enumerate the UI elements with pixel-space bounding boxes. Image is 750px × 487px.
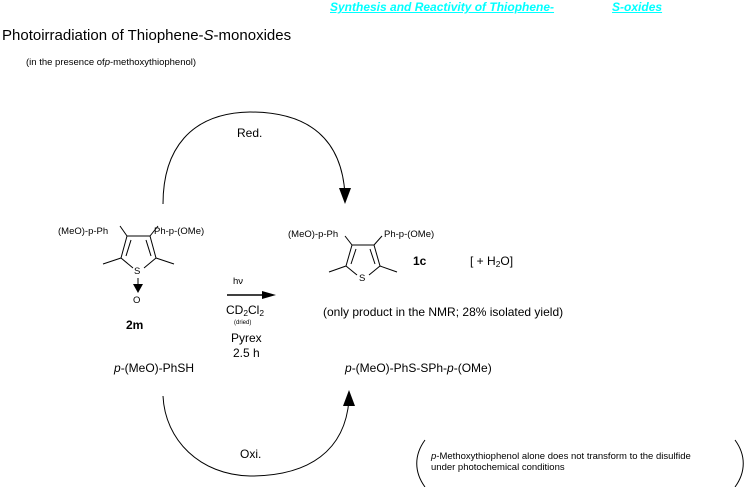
- reactant-thiophene-ring: [102, 225, 175, 269]
- solvent-cd: CD: [226, 303, 244, 317]
- disulfide-mid: -(MeO)-PhS-SPh-: [351, 361, 448, 375]
- product-thiophene-ring: [328, 235, 398, 276]
- solvent-cl: Cl: [248, 303, 260, 317]
- reduction-arrowhead: [339, 188, 351, 204]
- reactant-left-substituent: (MeO)-p-Ph: [58, 226, 109, 237]
- header-title[interactable]: Synthesis and Reactivity of Thiophene- S-…: [330, 0, 662, 14]
- water-pre: [ + H: [470, 254, 496, 268]
- water-sub: 2: [495, 259, 501, 269]
- water-post: O]: [500, 254, 514, 268]
- reactant-oxygen-atom: O: [133, 295, 141, 306]
- water-byproduct: [ + H2O]: [470, 254, 513, 269]
- reaction-arrowhead: [262, 291, 276, 299]
- header-title-part1: Synthesis and Reactivity of Thiophene-: [330, 0, 555, 14]
- solvent-note: (dried): [234, 320, 252, 326]
- slide-title-suffix: -monoxides: [213, 27, 292, 44]
- footnote-right-paren: [734, 439, 744, 487]
- footnote-line1: p-Methoxythiophenol alone does not trans…: [431, 451, 691, 462]
- oxidation-arc: [162, 395, 350, 477]
- disulfide-p2: p: [447, 361, 454, 375]
- thiol-p: p: [114, 361, 121, 375]
- header-title-part2: S-oxides: [612, 0, 663, 14]
- solvent-sub1: 2: [243, 308, 249, 318]
- time-condition: 2.5 h: [233, 346, 260, 360]
- thiol-text: -(MeO)-PhSH: [120, 361, 195, 375]
- disulfide-product: p-(MeO)-PhS-SPh-p-(OMe): [345, 361, 492, 375]
- slide-title-prefix: Photoirradiation of Thiophene-: [2, 27, 204, 44]
- subtitle-prefix: (in the presence of: [26, 57, 105, 68]
- subtitle-suffix: -methoxythiophenol): [109, 57, 197, 68]
- footnote: p-Methoxythiophenol alone does not trans…: [431, 451, 691, 473]
- slide-subtitle: (in the presence ofp-methoxythiophenol): [26, 57, 196, 68]
- reactant-right-substituent: Ph-p-(OMe): [154, 226, 205, 237]
- footnote-p: p: [431, 451, 437, 462]
- footnote-line1-text: -Methoxythiophenol alone does not transf…: [436, 451, 691, 462]
- sulfoxide-arrowhead: [133, 284, 143, 293]
- reactant-compound-id: 2m: [126, 318, 144, 332]
- product-compound-id: 1c: [413, 254, 427, 268]
- product-right-substituent: Ph-p-(OMe): [384, 229, 435, 240]
- product-yield-note: (only product in the NMR; 28% isolated y…: [323, 305, 564, 319]
- slide-title: Photoirradiation of Thiophene-S-monoxide…: [2, 27, 291, 44]
- slide-title-s: S: [203, 27, 214, 44]
- reduction-label: Red.: [237, 126, 263, 140]
- disulfide-end: -(OMe): [453, 361, 492, 375]
- subtitle-p: p: [104, 57, 110, 68]
- oxidation-arrowhead: [343, 390, 355, 406]
- light-condition: hν: [233, 276, 244, 287]
- solvent-condition: CD2Cl2: [226, 303, 264, 318]
- footnote-left-paren: [416, 439, 426, 487]
- oxidation-label: Oxi.: [240, 447, 262, 461]
- disulfide-p1: p: [345, 361, 352, 375]
- product-sulfur-atom: S: [359, 273, 366, 284]
- footnote-line2: under photochemical conditions: [431, 462, 565, 473]
- vessel-condition: Pyrex: [231, 331, 262, 345]
- product-left-substituent: (MeO)-p-Ph: [288, 229, 339, 240]
- thiol-reagent: p-(MeO)-PhSH: [114, 361, 194, 375]
- reactant-sulfur-atom: S: [134, 266, 141, 277]
- reduction-arc: [162, 111, 346, 205]
- solvent-sub2: 2: [259, 308, 265, 318]
